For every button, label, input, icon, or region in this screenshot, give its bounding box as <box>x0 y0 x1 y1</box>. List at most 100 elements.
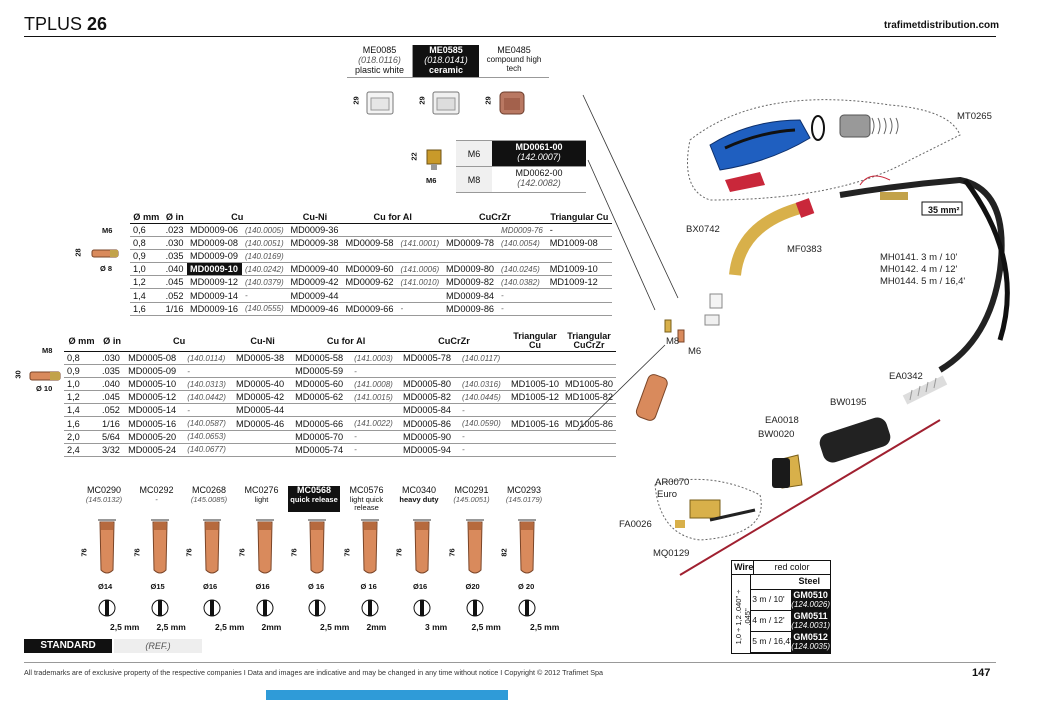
cell-cu-code: MD0005-14 <box>125 403 185 418</box>
nozzle-sub: - <box>155 494 158 504</box>
nozzle-image <box>465 519 484 617</box>
cell-cual-code <box>292 403 352 418</box>
tips-m8-table: Ø mm Ø in Cu Cu-Ni Cu for Al CuCrZr Tria… <box>64 332 616 457</box>
label-mq0129: MQ0129 <box>653 548 690 559</box>
cell-cu-code: MD0005-09 <box>125 364 185 379</box>
insulator-compound-image <box>499 91 525 115</box>
nozzle-length: 76 <box>447 548 457 557</box>
nozzle-length: 82 <box>499 548 509 557</box>
cell-triangular-cu <box>507 403 562 418</box>
cell-cu-ref: (140.0587) <box>184 416 234 431</box>
title-bold: 26 <box>87 14 108 34</box>
cell-cual-code: MD0005-74 <box>292 443 352 457</box>
nozzle-image <box>98 519 116 617</box>
cell-dia-in: 3/32 <box>99 443 126 457</box>
cell-cu-code: MD0005-16 <box>125 416 185 431</box>
cell-cual-code: MD0005-58 <box>292 351 352 366</box>
cell-dia-in: .052 <box>162 288 187 303</box>
cell-triangular-cu <box>546 249 612 264</box>
liner-rows: 3 m / 10' GM0510(124.0026)4 m / 12'GM0511… <box>751 590 830 653</box>
liner-row: 4 m / 12'GM0511(124.0031) <box>751 611 830 632</box>
nozzle-image <box>255 519 274 617</box>
cell-dia-in: 1/16 <box>162 302 187 316</box>
nozzle-diameter: Ø16 <box>255 582 270 591</box>
cell-cu-ref: (140.0169) <box>241 249 288 264</box>
label-fa0026: FA0026 <box>619 519 652 530</box>
cell-triangular-cu: MD1009-12 <box>546 275 612 290</box>
diffuser-dims: 22 M6 <box>410 146 450 186</box>
nozzle-recess: 2mm <box>366 622 387 632</box>
label-mt0265: MT0265 <box>957 111 992 122</box>
cell-cuni-code: MD0005-42 <box>233 390 293 405</box>
cell-cucrzr-ref: (140.0316) <box>459 377 508 392</box>
label-mf0383: MF0383 <box>787 244 822 255</box>
cell-cu-code: MD0005-24 <box>125 443 185 457</box>
cell-cual-ref: (141.0010) <box>397 275 444 290</box>
cell-triangular-cu <box>546 288 612 303</box>
legend-standard: STANDARD <box>24 639 112 653</box>
cell-triangular-cucrzr: MD1005-80 <box>561 377 616 392</box>
cell-cucrzr-ref: (140.0445) <box>459 390 508 405</box>
page-title: TPLUS 26 <box>24 14 107 35</box>
label-euro: Euro <box>657 489 678 500</box>
cell-cuni-code: MD0005-46 <box>233 416 293 431</box>
cell-cual-code: MD0009-66 <box>342 302 398 316</box>
nozzle-code: MC0292 <box>139 485 174 495</box>
cell-cuni-code: MD0005-38 <box>233 351 293 366</box>
nozzle-sub: heavy duty <box>399 494 439 504</box>
cell-cual-ref <box>397 249 444 264</box>
nozzle-sub: light quick release <box>349 494 384 513</box>
cell-cual-code: MD0005-59 <box>292 364 352 379</box>
nozzle-diameter: Ø 16 <box>308 582 325 591</box>
cell-cu-ref: - <box>241 288 288 303</box>
diffuser-image <box>426 149 442 170</box>
cell-dia-mm: 0,8 <box>64 351 100 366</box>
label-ea0342: EA0342 <box>889 371 923 382</box>
gooseneck-image <box>729 198 815 276</box>
cell-cual-code <box>342 288 398 303</box>
cell-cu-code: MD0009-06 <box>186 223 242 238</box>
tips-m6-table: Ø mm Ø in Cu Cu-Ni Cu for Al CuCrZr Tria… <box>130 212 612 316</box>
nozzle-code: MC0276 <box>244 485 279 495</box>
liner-length: 4 m / 12' <box>752 615 785 625</box>
liner-code: GM0512(124.0035) <box>791 632 830 652</box>
cell-cu-ref: - <box>184 403 234 418</box>
nozzle-length: 76 <box>79 548 89 557</box>
tip-m6-dims: M6 28 Ø 8 <box>74 224 124 284</box>
cell-cucrzr-ref: (140.0117) <box>459 351 508 366</box>
cell-triangular-cucrzr <box>561 403 616 418</box>
site-link[interactable]: trafimetdistribution.com <box>884 20 1000 31</box>
nozzle-recess: 2mm <box>261 622 282 632</box>
cell-cuni-code: MD0009-44 <box>287 288 343 303</box>
table-header-row: Ø mm Ø in Cu Cu-Ni Cu for Al CuCrZr Tria… <box>130 212 612 224</box>
cell-cual-ref: (141.0015) <box>351 390 400 405</box>
cell-cu-code: MD0005-20 <box>125 430 185 444</box>
nozzle-sub: (145.0085) <box>190 494 228 504</box>
cell-cuni-code <box>233 430 293 444</box>
legend-ref: (REF.) <box>114 639 202 653</box>
cell-cucrzr-code: MD0009-80 <box>443 262 499 277</box>
cell-cual-ref: - <box>351 443 400 457</box>
nozzle-image <box>518 519 536 617</box>
nozzle-image <box>413 519 431 617</box>
nozzle-code: MC0340 <box>401 485 437 495</box>
nozzle-code: MC0291 <box>454 485 489 495</box>
cell-triangular-cucrzr <box>561 364 616 379</box>
cell-cuni-code: MD0005-44 <box>233 403 293 418</box>
label-mh0142: MH0142. 4 m / 12' <box>880 264 958 275</box>
cell-cucrzr-code: MD0005-94 <box>400 443 460 457</box>
label-bw0020: BW0020 <box>758 429 795 440</box>
liner-length: 3 m / 10' <box>752 594 785 604</box>
liner-code: GM0510(124.0026) <box>791 590 830 610</box>
cell-cual-ref: (141.0006) <box>397 262 444 277</box>
nozzle-diameter: Ø14 <box>98 582 113 591</box>
